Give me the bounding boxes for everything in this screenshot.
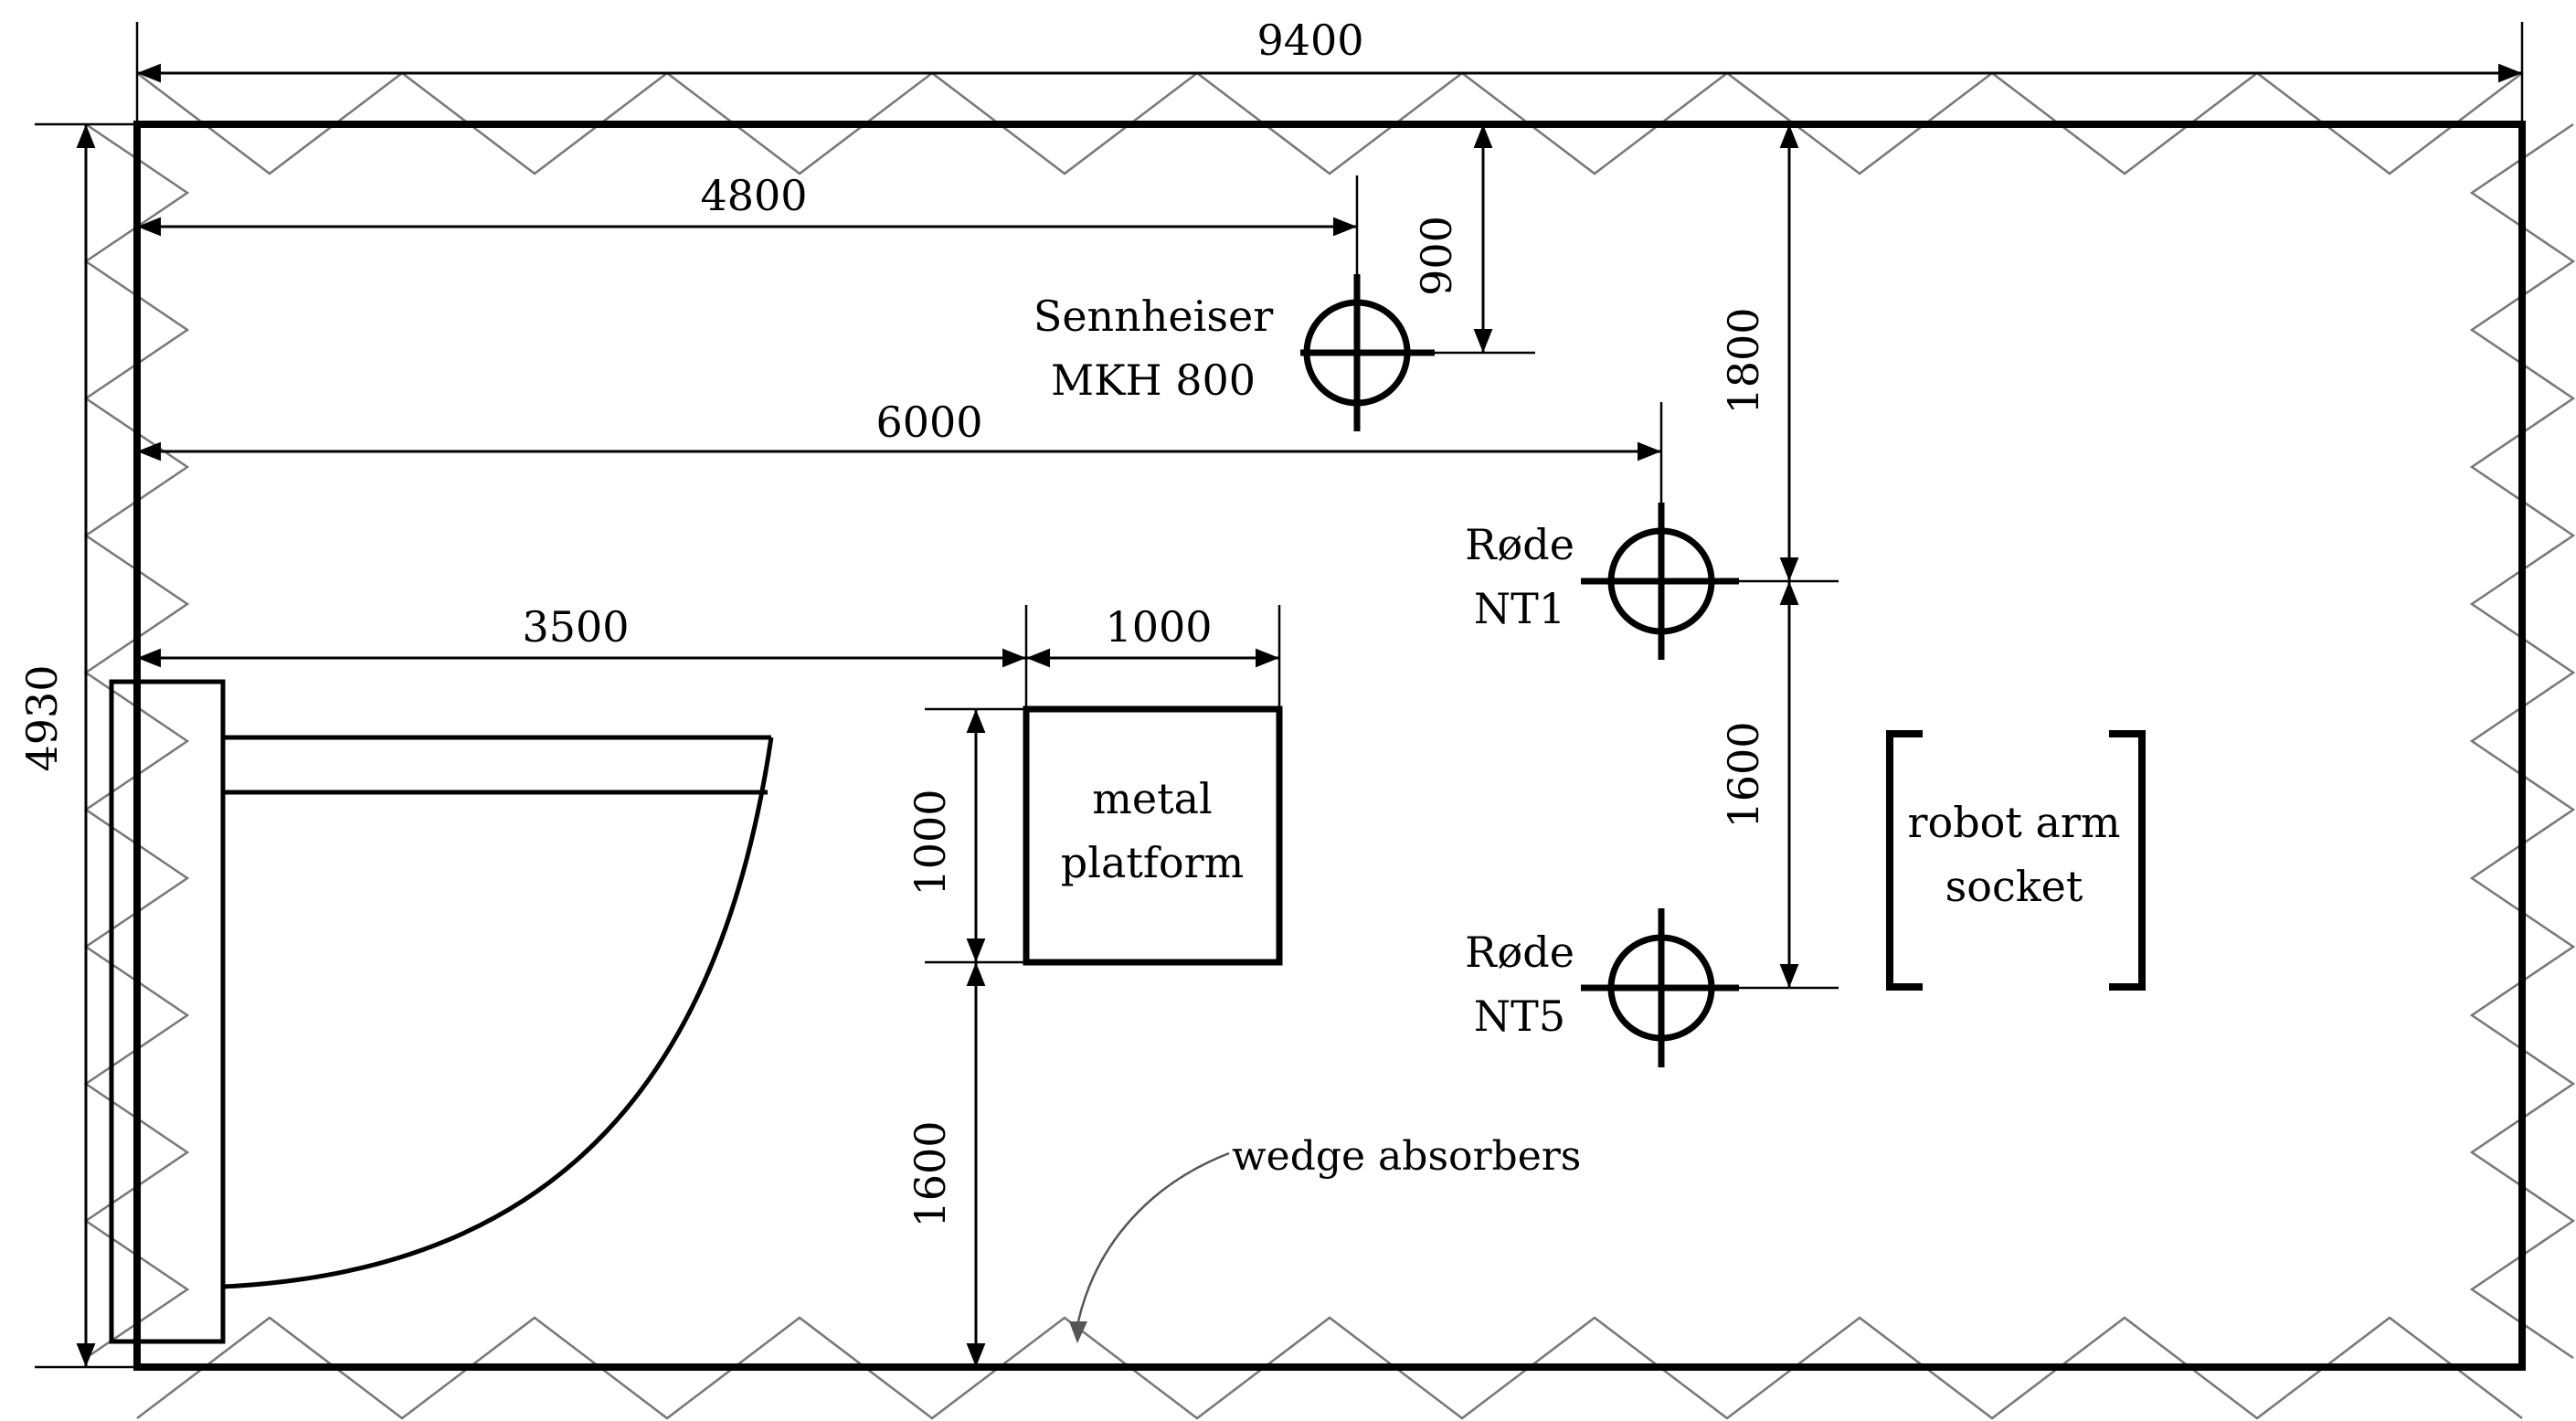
robot-label-line2: socket — [1945, 862, 2083, 911]
nt1-label-line1: Røde — [1465, 520, 1574, 569]
mic-nt1-icon — [1581, 503, 1739, 660]
nt5-label-line2: NT5 — [1474, 992, 1565, 1041]
absorbers-leader — [1076, 1151, 1230, 1322]
dim-1000-width: 1000 — [1105, 602, 1212, 652]
dim-1800: 1800 — [1719, 307, 1768, 414]
dim-1600-mics: 1600 — [1719, 721, 1768, 828]
wedge-zigzag — [136, 1316, 2523, 1420]
wedge-zigzag — [136, 71, 2523, 175]
dim-900: 900 — [1412, 216, 1461, 296]
door-swing — [109, 679, 774, 1344]
nt5-label-line1: Røde — [1465, 928, 1574, 977]
dim-6000: 6000 — [875, 398, 982, 447]
robot-arm-socket — [1886, 730, 2146, 991]
wedge-zigzag — [2469, 122, 2576, 1360]
robot-label-line1: robot arm — [1908, 798, 2121, 847]
mic-nt5-icon — [1581, 908, 1739, 1067]
platform-label-line2: platform — [1061, 838, 1244, 887]
absorbers-label: wedge absorbers — [1232, 1133, 1581, 1180]
mkh-label-line2: MKH 800 — [1051, 355, 1256, 405]
platform-label-line1: metal — [1092, 774, 1212, 823]
dim-1600-bottom: 1600 — [906, 1120, 955, 1227]
dim-3500: 3500 — [522, 602, 629, 652]
dimension-lines — [76, 63, 2522, 1367]
mkh-label-line1: Sennheiser — [1034, 292, 1273, 341]
dim-1000-depth: 1000 — [906, 789, 955, 896]
wedge-zigzag — [83, 122, 190, 1360]
nt1-label-line2: NT1 — [1474, 584, 1565, 633]
mic-mkh800-icon — [1300, 274, 1435, 431]
dim-4800: 4800 — [700, 171, 807, 220]
room-outline — [133, 121, 2526, 1371]
metal-platform — [1023, 705, 1283, 966]
dim-9400: 9400 — [1256, 16, 1363, 65]
wedge-absorbers — [83, 71, 2576, 1420]
absorbers-arrowhead — [1069, 1321, 1087, 1343]
dim-4930: 4930 — [17, 664, 67, 771]
